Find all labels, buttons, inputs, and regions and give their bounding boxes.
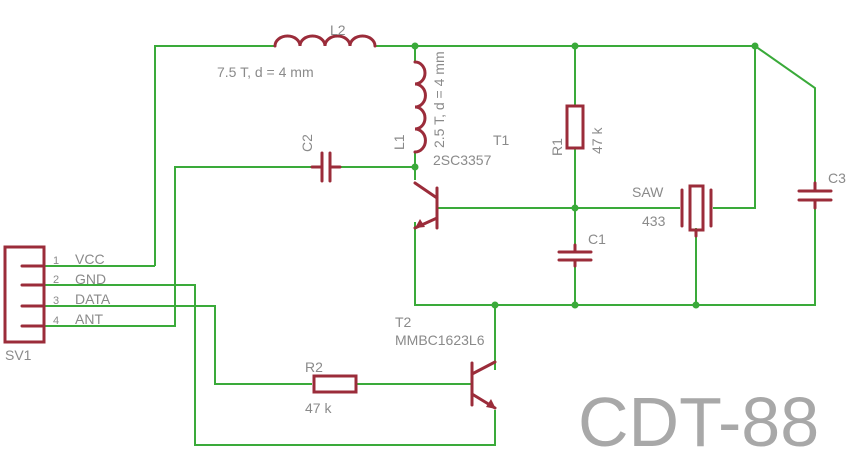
capacitor-c2: C2 xyxy=(299,134,342,183)
pin-number: 4 xyxy=(53,315,59,327)
connector-body xyxy=(3,245,46,344)
r1-body xyxy=(565,104,585,150)
inductor-l2-coil xyxy=(273,34,377,48)
pin-number: 2 xyxy=(53,274,59,286)
saw-body xyxy=(688,184,705,232)
junction-dot xyxy=(692,301,700,309)
inductor-l1-coil xyxy=(413,60,427,154)
inductor-l2: L2 7.5 T, d = 4 mm xyxy=(217,22,377,80)
junction-dot xyxy=(571,301,579,309)
l1-name: L1 xyxy=(391,134,407,150)
resistor-r2: R2 47 k xyxy=(305,359,358,416)
saw-value: 433 xyxy=(642,213,666,229)
capacitor-c1: C1 xyxy=(557,231,606,268)
junction-dot xyxy=(411,163,419,171)
wire-c2-ant xyxy=(174,166,415,322)
wire-data-r2 xyxy=(42,305,472,385)
r2-body xyxy=(312,374,358,394)
connector-sv1: 1 2 3 4 VCC GND DATA ANT SV1 xyxy=(3,245,111,363)
resistor-r1: R1 47 k xyxy=(549,104,605,156)
l2-value: 7.5 T, d = 4 mm xyxy=(217,64,314,80)
transistor-t1: T1 2SC3357 xyxy=(413,132,510,230)
r2-name: R2 xyxy=(305,359,323,375)
junction-dot xyxy=(491,301,499,309)
r1-value: 47 k xyxy=(589,127,605,154)
c1-name: C1 xyxy=(588,231,606,247)
wire-gnd-t2 xyxy=(42,284,496,446)
junction-dot xyxy=(571,204,579,212)
t2-arrow xyxy=(486,399,496,409)
junction-dot xyxy=(411,42,419,50)
l2-name: L2 xyxy=(330,22,346,38)
t1-name: T1 xyxy=(493,132,510,148)
c2-name: C2 xyxy=(299,134,315,152)
inductor-l1: L1 2.5 T, d = 4 mm xyxy=(391,51,447,154)
saw-name: SAW xyxy=(632,184,664,200)
pin-label: ANT xyxy=(75,311,103,327)
t1-value: 2SC3357 xyxy=(433,152,492,168)
connector-name: SV1 xyxy=(5,347,32,363)
wire-vcc-rail xyxy=(154,45,816,266)
pin-label: GND xyxy=(75,271,106,287)
pin-number: 3 xyxy=(53,295,59,307)
wires xyxy=(42,45,816,446)
junction-dot xyxy=(571,42,579,50)
r1-name: R1 xyxy=(549,138,565,156)
r2-value: 47 k xyxy=(305,400,332,416)
pin-number: 1 xyxy=(53,255,59,267)
l1-value: 2.5 T, d = 4 mm xyxy=(431,51,447,148)
pin-label: DATA xyxy=(75,291,111,307)
t1-collector xyxy=(413,181,439,200)
diagram-title: CDT-88 xyxy=(578,383,819,461)
c3-name: C3 xyxy=(828,170,846,186)
t2-value: MMBC1623L6 xyxy=(395,332,485,348)
t2-collector xyxy=(470,360,497,376)
t1-arrow xyxy=(415,219,425,228)
wire-ground-bus xyxy=(414,208,816,306)
transistor-t2: T2 MMBC1623L6 xyxy=(395,314,497,410)
wire-pin-ant xyxy=(42,322,176,327)
junction-dot xyxy=(751,42,759,50)
junctions xyxy=(411,42,759,309)
saw-resonator: SAW 433 xyxy=(632,184,713,238)
capacitor-c3: C3 xyxy=(797,170,846,210)
wire-base-saw xyxy=(437,46,756,209)
t2-name: T2 xyxy=(395,314,412,330)
pin-label: VCC xyxy=(75,251,105,267)
